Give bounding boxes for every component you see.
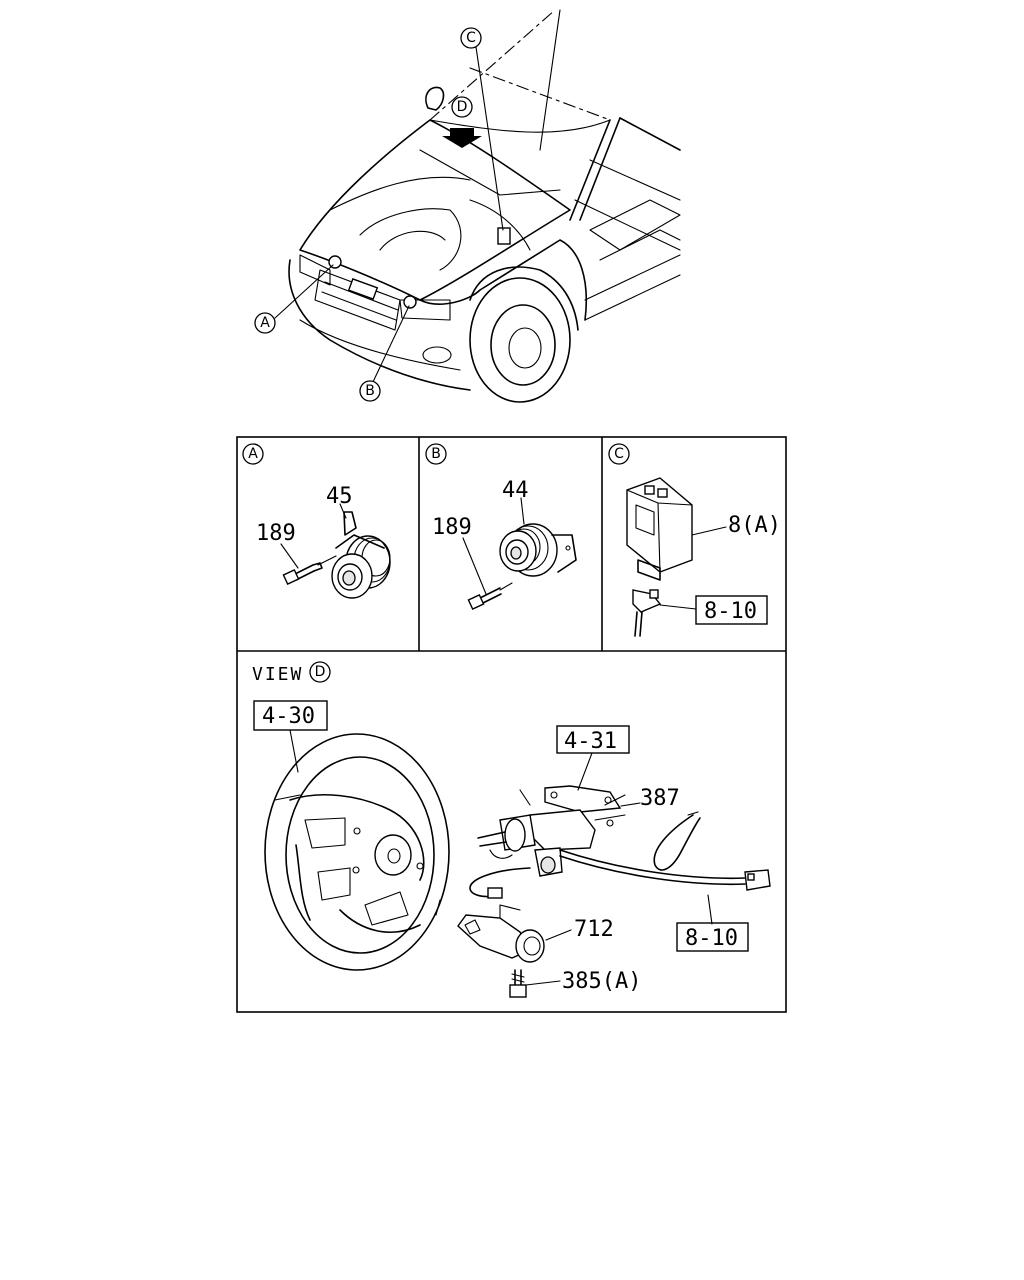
- part-number-45: 45: [326, 484, 353, 509]
- panel-c: C 8(A) 8-10: [608, 443, 781, 637]
- part-number-387: 387: [640, 786, 680, 811]
- ref-box-8-10-view: 8-10: [685, 926, 738, 951]
- callout-b-panel-label: B: [431, 446, 441, 462]
- ref-box-4-31: 4-31: [564, 729, 617, 754]
- bolt-189-b: [467, 587, 502, 610]
- callout-a-overview-label: A: [260, 315, 270, 331]
- part-number-712: 712: [574, 917, 614, 942]
- connector-8-10-c: [632, 589, 662, 637]
- callout-c-overview-label: C: [466, 30, 476, 46]
- part-number-8a: 8(A): [728, 513, 781, 538]
- control-module-8a: [626, 477, 693, 581]
- callout-b-panel: B: [425, 443, 447, 465]
- ref-box-4-30: 4-30: [262, 704, 315, 729]
- panel-view-d: VIEW D 4-30: [252, 661, 771, 998]
- callout-c-panel-label: C: [614, 446, 624, 462]
- steering-wheel-4-30: [264, 733, 450, 971]
- bolt-189-a: [282, 562, 323, 585]
- panel-b: B 44 189: [425, 443, 577, 610]
- callout-d-overview-label: D: [457, 99, 468, 115]
- vehicle-overview: [274, 9, 681, 403]
- callout-a-panel: A: [242, 443, 264, 465]
- view-label: VIEW: [252, 664, 303, 685]
- part-number-44: 44: [502, 478, 529, 503]
- ref-box-8-10-c: 8-10: [704, 599, 757, 624]
- part-number-189-a: 189: [256, 521, 296, 546]
- steering-column-4-31: [477, 785, 626, 877]
- wire-harness-8-10: [469, 849, 771, 899]
- panel-a: A 45 189: [242, 443, 391, 599]
- horn-part-44: [499, 523, 577, 577]
- callout-d-panel-label: D: [315, 664, 326, 680]
- callout-b-overview-label: B: [365, 383, 375, 399]
- callout-b-overview: B: [359, 380, 381, 402]
- callout-c-overview: C: [460, 27, 482, 49]
- callout-a-overview: A: [254, 312, 276, 334]
- callout-a-panel-label: A: [248, 446, 258, 462]
- callout-d-overview: D: [451, 96, 473, 118]
- part-number-385a: 385(A): [562, 969, 641, 994]
- horn-part-45: [331, 511, 391, 599]
- screw-385a: [509, 969, 527, 998]
- detail-frame: [236, 436, 787, 1013]
- switch-712: [457, 904, 545, 963]
- cable-tie-387: [653, 811, 701, 871]
- callout-d-panel: D: [309, 661, 331, 683]
- callout-c-panel: C: [608, 443, 630, 465]
- part-number-189-b: 189: [432, 515, 472, 540]
